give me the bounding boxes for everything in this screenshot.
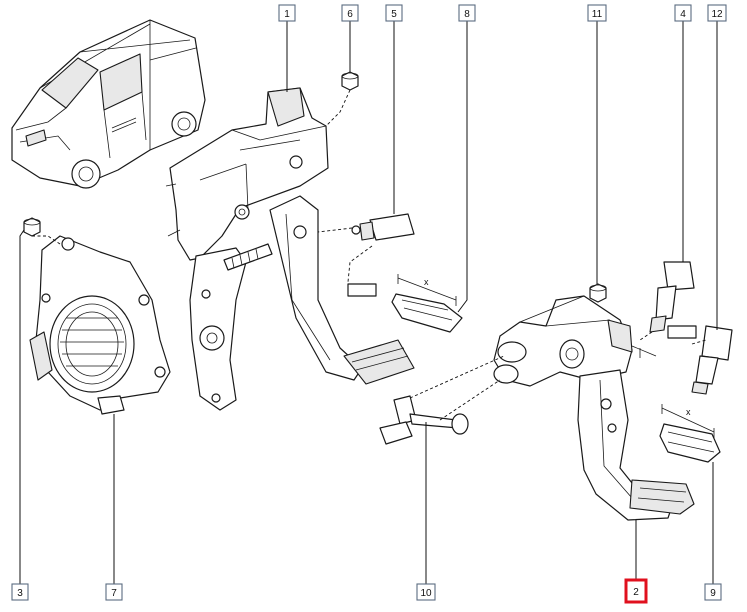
- callout-8: 8: [458, 4, 476, 22]
- brake-pedal-part-2: [577, 369, 695, 521]
- svg-text:8: 8: [464, 9, 470, 20]
- svg-text:12: 12: [711, 9, 723, 20]
- callout-2-highlighted: 2: [624, 578, 648, 604]
- callout-3: 3: [11, 583, 29, 601]
- switch-part-5: [317, 213, 415, 297]
- svg-text:6: 6: [347, 9, 353, 20]
- pedal-pad-part-9: x: [659, 404, 721, 463]
- vehicle-illustration: [11, 19, 206, 189]
- booster-housing: [29, 235, 171, 415]
- upper-pedal-arm: [269, 195, 415, 385]
- pushrod-pin-part-10: [379, 355, 505, 445]
- sensor-part-4: [639, 261, 697, 341]
- svg-text:9: 9: [710, 588, 716, 599]
- switch-part-12: [691, 325, 733, 395]
- callout-11: 11: [587, 4, 607, 22]
- callout-4: 4: [674, 4, 692, 22]
- svg-text:4: 4: [680, 9, 686, 20]
- dimension-mark-left: x: [424, 277, 429, 287]
- callout-1: 1: [278, 4, 296, 22]
- nut-part-6: [325, 71, 359, 127]
- svg-text:2: 2: [633, 587, 639, 598]
- svg-text:10: 10: [420, 588, 432, 599]
- callout-5: 5: [385, 4, 403, 22]
- leader-lines: [19, 20, 718, 584]
- callout-9: 9: [704, 583, 722, 601]
- svg-text:5: 5: [391, 9, 397, 20]
- nut-part-11: [589, 283, 607, 303]
- right-pedal-bracket: [493, 295, 657, 387]
- callout-7: 7: [105, 583, 123, 601]
- nut-part-3: [23, 217, 61, 245]
- callout-10: 10: [416, 583, 436, 601]
- pedal-bracket-part-1: [165, 87, 329, 411]
- pedal-pad-part-8: x: [391, 274, 463, 333]
- svg-text:11: 11: [592, 9, 603, 20]
- svg-text:1: 1: [284, 9, 290, 20]
- callout-12: 12: [707, 4, 727, 22]
- dimension-mark-right: x: [686, 407, 691, 417]
- svg-text:7: 7: [111, 588, 117, 599]
- svg-text:3: 3: [17, 588, 23, 599]
- callout-6: 6: [341, 4, 359, 22]
